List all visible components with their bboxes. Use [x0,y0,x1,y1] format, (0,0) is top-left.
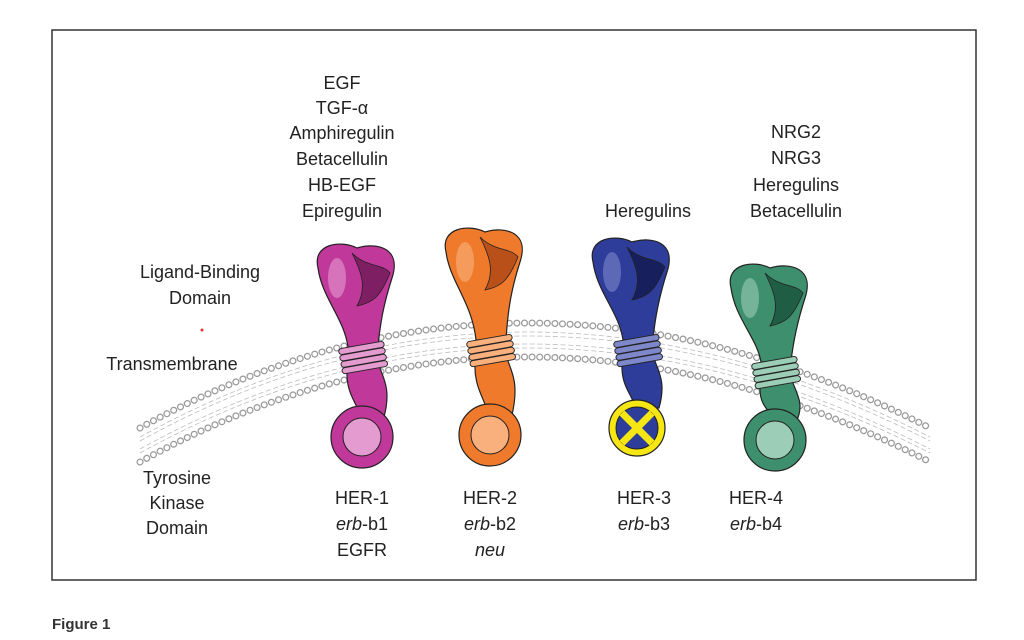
her1-labels: HER-1 erb-b1 EGFR [335,488,389,560]
receptor-name: HER-4 [729,488,783,508]
transmembrane-coil [340,353,387,368]
lipid-tails [139,343,931,450]
transmembrane-coil [754,375,801,390]
label-line: Domain [169,288,231,308]
receptor-alias: neu [475,540,505,560]
ligand-binding-label: Ligand-Binding Domain [140,262,260,308]
domain-fold [479,236,519,291]
highlight [741,278,759,318]
transmembrane-coil [614,340,661,355]
kinase-inner [342,417,382,457]
label-line: Ligand-Binding [140,262,260,282]
figure-caption: Figure 1 [52,616,111,633]
ligand: TGF-α [316,98,368,118]
domain-fold [351,252,391,307]
her3-labels: HER-3 erb-b3 [617,488,671,534]
transmembrane-coil [466,334,513,348]
highlight [456,242,474,282]
gene-name: erb-b1 [336,514,388,534]
lipid-tails [139,331,931,438]
her4-labels: HER-4 erb-b4 [729,488,783,534]
receptor-her-3 [591,237,670,457]
receptors [316,227,808,472]
ligand: NRG3 [771,148,821,168]
transmembrane-coil [616,353,663,368]
highlight [603,252,621,292]
ligand: Betacellulin [296,149,388,169]
receptor-her-2 [444,227,523,467]
lipid-heads-inner [137,320,933,431]
ligand: Heregulins [753,175,839,195]
label-line: Kinase [149,493,204,513]
her4-ligands: NRG2 NRG3 Heregulins Betacellulin [750,122,842,221]
domain-fold [764,272,804,327]
transmembrane-coil [339,347,386,362]
transmembrane-coil [751,356,798,370]
transmembrane-coil [338,341,385,355]
ligand: Amphiregulin [289,123,394,143]
lipid-tails [139,347,931,454]
transmembrane-coil [753,368,800,383]
label-line: Tyrosine [143,468,211,488]
lipid-heads-inner [137,354,933,465]
receptor-her-1 [316,243,395,469]
figure-border [51,29,977,581]
transmembrane-label: Transmembrane [106,354,237,374]
her2-labels: HER-2 erb-b2 neu [463,488,517,560]
cell-membrane [129,318,941,466]
transmembrane-coil [615,346,662,361]
receptor-her-4 [729,263,808,472]
ligand: NRG2 [771,122,821,142]
gene-name: erb-b4 [730,514,782,534]
receptor-name: HER-2 [463,488,517,508]
ligand: EGF [323,73,360,93]
transmembrane-coil [752,362,799,377]
kinase-inner [755,420,795,460]
membrane-body [129,318,941,465]
x-mark-icon [619,410,655,446]
tyrosine-kinase-label: Tyrosine Kinase Domain [143,468,211,538]
receptor-name: HER-3 [617,488,671,508]
red-dot [200,328,204,332]
lipid-tails [139,335,931,442]
her1-ligands: EGF TGF-α Amphiregulin Betacellulin HB-E… [289,73,394,221]
kinase-inner [470,415,510,455]
receptor-name: HER-1 [335,488,389,508]
transmembrane-coil [469,353,516,368]
gene-name: erb-b3 [618,514,670,534]
gene-name: erb-b2 [464,514,516,534]
receptor-alias: EGFR [337,540,387,560]
domain-fold [626,246,666,301]
ligand: Betacellulin [750,201,842,221]
her3-ligand: Heregulins [605,201,691,221]
ligand: Epiregulin [302,201,382,221]
transmembrane-coil [468,346,515,361]
transmembrane-coil [467,340,514,355]
transmembrane-coil [613,334,660,348]
label-line: Domain [146,518,208,538]
highlight [328,258,346,298]
transmembrane-coil [341,360,388,375]
ligand: HB-EGF [308,175,376,195]
